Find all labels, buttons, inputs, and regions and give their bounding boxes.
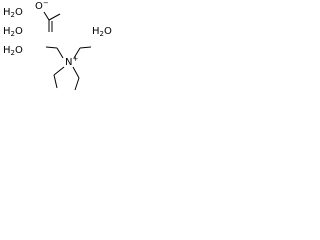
water-label: H2O xyxy=(3,45,23,58)
ethyl-bond xyxy=(79,46,92,49)
ethyl-bond xyxy=(56,47,64,59)
acetate-oxygen: O− xyxy=(35,0,49,12)
water-subscript: 2 xyxy=(10,49,15,57)
ethyl-bond xyxy=(53,74,58,89)
ethyl-bond xyxy=(72,66,80,79)
water-h: H xyxy=(3,45,11,56)
water-o: O xyxy=(15,7,23,18)
water-h: H xyxy=(3,7,11,18)
water-label: H2O xyxy=(3,26,23,39)
bond-lines xyxy=(43,11,92,91)
water-label: H2O xyxy=(3,7,23,20)
acetate-c-o-bond xyxy=(43,11,50,21)
water-subscript: 2 xyxy=(99,30,104,38)
ethyl-bond xyxy=(53,66,65,76)
acetate-o-label: O xyxy=(35,1,43,12)
ethyl-bond xyxy=(45,46,58,49)
ethyl-bond xyxy=(73,47,81,59)
acetate-o-charge: − xyxy=(42,0,49,7)
water-h: H xyxy=(3,26,11,37)
water-subscript: 2 xyxy=(10,30,15,38)
ethyl-bond xyxy=(74,77,80,91)
water-o: O xyxy=(15,45,23,56)
ammonium-n-label: N xyxy=(65,57,73,68)
water-subscript: 2 xyxy=(10,11,15,19)
water-h: H xyxy=(92,26,100,37)
water-o: O xyxy=(104,26,112,37)
structure-canvas: H2O H2O H2O H2O O− N+ xyxy=(0,0,123,103)
ammonium-nitrogen: N+ xyxy=(65,55,79,68)
ammonium-n-charge: + xyxy=(72,55,79,63)
water-o: O xyxy=(15,26,23,37)
water-label: H2O xyxy=(92,26,112,39)
acetate-c-methyl-bond xyxy=(48,13,61,21)
